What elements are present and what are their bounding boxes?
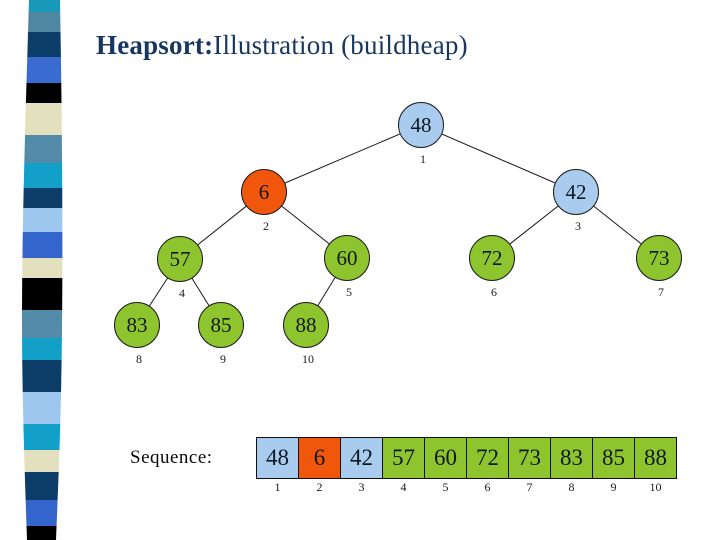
sequence-index-3: 3 [358,480,365,494]
sequence-index-2: 2 [316,480,323,494]
sequence-cell-73: 73 [508,437,551,479]
slide-title-keyword: Heapsort: [96,30,214,60]
sequence-index-7: 7 [526,480,533,494]
sequence-index-4: 4 [400,480,407,494]
node-position-label-4: 4 [179,286,185,300]
sequence-label: Sequence: [130,447,213,468]
stripe-segment [22,258,63,279]
sequence-index-1: 1 [274,480,281,494]
node-position-label-3: 3 [575,219,581,233]
stripe-segment [22,338,63,361]
stripe-segment [22,360,63,393]
tree-node-73: 73 [636,235,682,281]
stripe-segment [22,135,63,164]
node-position-label-10: 10 [302,352,314,366]
stripe-segment [22,83,63,104]
tree-node-85: 85 [198,302,244,348]
sequence-index-6: 6 [484,480,491,494]
tree-node-42: 42 [553,169,599,215]
node-position-label-5: 5 [346,285,352,299]
stripe-segment [22,57,63,84]
tree-edge-48-42 [420,124,577,193]
tree-node-88: 88 [283,302,329,348]
stripe-segment [22,310,63,339]
sequence-index-10: 10 [649,480,662,494]
sequence-index-5: 5 [442,480,449,494]
sequence-cell-57: 57 [382,437,425,479]
sequence-index-8: 8 [568,480,575,494]
stripe-segment [22,424,63,451]
stripe-segment [22,163,63,189]
slide-title: Heapsort:Illustration (buildheap) [96,30,656,61]
stripe-segment [22,208,63,233]
node-position-label-9: 9 [220,352,226,366]
sequence-cell-42: 42 [340,437,383,479]
tree-node-6: 6 [241,169,287,215]
sequence-cell-85: 85 [592,437,635,479]
sequence-cell-60: 60 [424,437,467,479]
sequence-cell-83: 83 [550,437,593,479]
stripe-segment [22,500,63,527]
stripe-segment [22,32,63,58]
node-position-label-8: 8 [136,352,142,366]
stripe-segment [22,278,63,311]
stripe-segment [22,392,63,425]
decorative-stripe [22,0,63,540]
sequence-cell-6: 6 [298,437,341,479]
stripe-segment [22,526,63,540]
stripe-segment [22,450,63,473]
node-position-label-6: 6 [491,285,497,299]
tree-node-60: 60 [324,235,370,281]
stripe-segment [22,0,63,13]
sequence-cell-88: 88 [634,437,677,479]
tree-node-83: 83 [114,302,160,348]
sequence-cell-48: 48 [256,437,299,479]
node-position-label-1: 1 [420,152,426,166]
stripe-segment [22,188,63,209]
sequence-cell-72: 72 [466,437,509,479]
slide-title-rest: Illustration (buildheap) [213,30,468,60]
sequence-index-9: 9 [610,480,617,494]
stripe-segment [22,12,63,33]
tree-node-48: 48 [398,102,444,148]
node-position-label-7: 7 [658,285,664,299]
stripe-segment [22,232,63,259]
stripe-segment [22,472,63,501]
tree-edge-48-6 [263,124,422,193]
tree-node-57: 57 [157,236,203,282]
node-position-label-2: 2 [263,219,269,233]
tree-node-72: 72 [469,235,515,281]
stripe-segment [22,103,63,136]
